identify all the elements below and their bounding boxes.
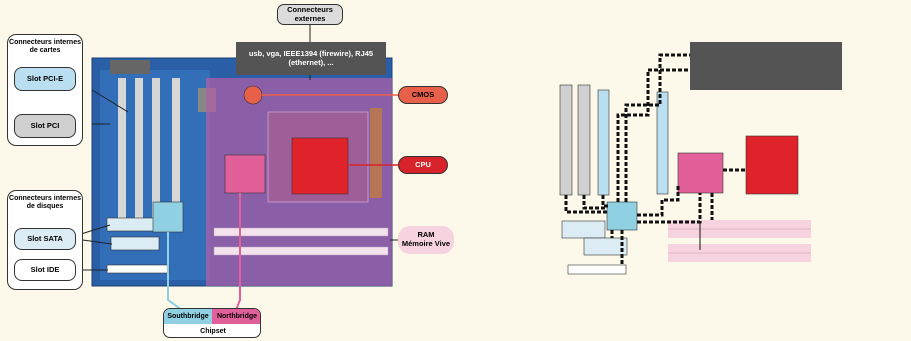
southbridge-tag-text: Southbridge [167,313,209,320]
schematic-external-box [690,42,842,90]
northbridge-tag-text: Northbridge [216,313,258,320]
card-connectors-title: Connecteurs internes de cartes [9,39,81,55]
ide-port [106,264,170,274]
ram-label: RAM Mémoire Vive [398,226,454,254]
cpu-chip [291,137,349,195]
schematic-sata-2 [583,237,628,256]
schematic-pcie-slot-2 [656,91,669,195]
schematic-pcie-slot-1 [597,89,610,196]
ram-slot-1 [213,227,389,237]
sata-port-1 [106,217,156,232]
northbridge-chip [224,154,266,194]
disk-connectors-title: Connecteurs internes de disques [9,195,81,211]
slot-pcie-label: Slot PCI-E [14,67,76,91]
cmos-battery [243,85,263,105]
schematic-pci-slot-1 [559,84,573,196]
chipset-legend: Southbridge Northbridge Chipset [163,308,261,338]
sata-port-2 [110,236,160,251]
northbridge-tag: Northbridge [212,309,260,324]
southbridge-tag: Southbridge [164,309,212,324]
schematic-northbridge [677,152,724,194]
schematic-pci-slot-2 [577,84,591,196]
external-connectors-list-text: usb, vga, IEEE1394 (firewire), RJ45 (eth… [248,48,374,67]
external-connectors-title: Connecteurs externes [277,4,343,25]
cpu-label: CPU [398,156,448,174]
cmos-label: CMOS [398,86,448,104]
schematic-sata-1 [561,220,606,239]
schematic-cpu [745,135,799,195]
slot-ide-label: Slot IDE [14,259,76,281]
external-connectors-title-text: Connecteurs externes [287,4,333,23]
ram-slot-2 [213,246,389,256]
schematic-ide [567,264,627,275]
ram-label-title: RAM [417,230,435,240]
external-connectors-list: usb, vga, IEEE1394 (firewire), RJ45 (eth… [236,42,386,75]
schematic-diagram [559,42,842,275]
chipset-tag: Chipset [164,324,260,337]
chipset-tag-text: Chipset [200,327,226,335]
disk-connectors-group: Connecteurs internes de disques Slot SAT… [7,190,83,290]
slot-sata-label: Slot SATA [14,228,76,250]
schematic-southbridge [606,201,638,231]
slot-pci-label: Slot PCI [14,114,76,138]
southbridge-chip [152,201,184,233]
card-connectors-group: Connecteurs internes de cartes Slot PCI-… [7,34,83,146]
ram-label-subtitle: Mémoire Vive [401,239,451,248]
